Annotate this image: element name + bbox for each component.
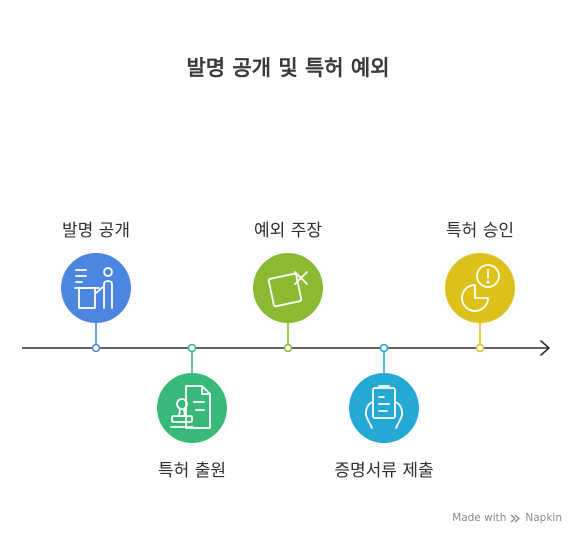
presenter-icon	[74, 267, 113, 309]
step-2-node	[157, 343, 227, 443]
step-3-circle	[253, 253, 323, 323]
rejected-card-icon	[267, 271, 308, 308]
step-2-circle	[157, 373, 227, 443]
stamp-document-icon	[170, 385, 211, 429]
made-with-credit: Made with Napkin	[452, 512, 562, 524]
step-3-node	[253, 253, 323, 353]
step-1-label: 발명 공개	[62, 221, 130, 241]
step-2-label: 특허 출원	[158, 461, 226, 481]
step-1-node	[61, 253, 131, 353]
step-5-marker	[475, 343, 485, 353]
napkin-brand-text: Napkin	[525, 512, 562, 524]
step-5-node	[445, 253, 515, 353]
step-4-circle	[349, 373, 419, 443]
timeline-arrowhead-icon	[540, 340, 550, 356]
step-4-marker	[379, 343, 389, 353]
diagram-title: 발명 공개 및 특허 예외	[186, 56, 390, 80]
step-5-circle	[445, 253, 515, 323]
document-hands-icon	[365, 385, 403, 429]
step-4-node	[349, 343, 419, 443]
step-5-label: 특허 승인	[446, 221, 514, 241]
step-4-label: 증명서류 제출	[334, 461, 434, 481]
made-with-text: Made with	[452, 512, 507, 524]
napkin-logo-icon	[510, 513, 521, 523]
step-1-marker	[91, 343, 101, 353]
step-3-label: 예외 주장	[254, 221, 322, 241]
step-2-marker	[187, 343, 197, 353]
pie-alert-icon	[461, 264, 500, 312]
step-3-marker	[283, 343, 293, 353]
